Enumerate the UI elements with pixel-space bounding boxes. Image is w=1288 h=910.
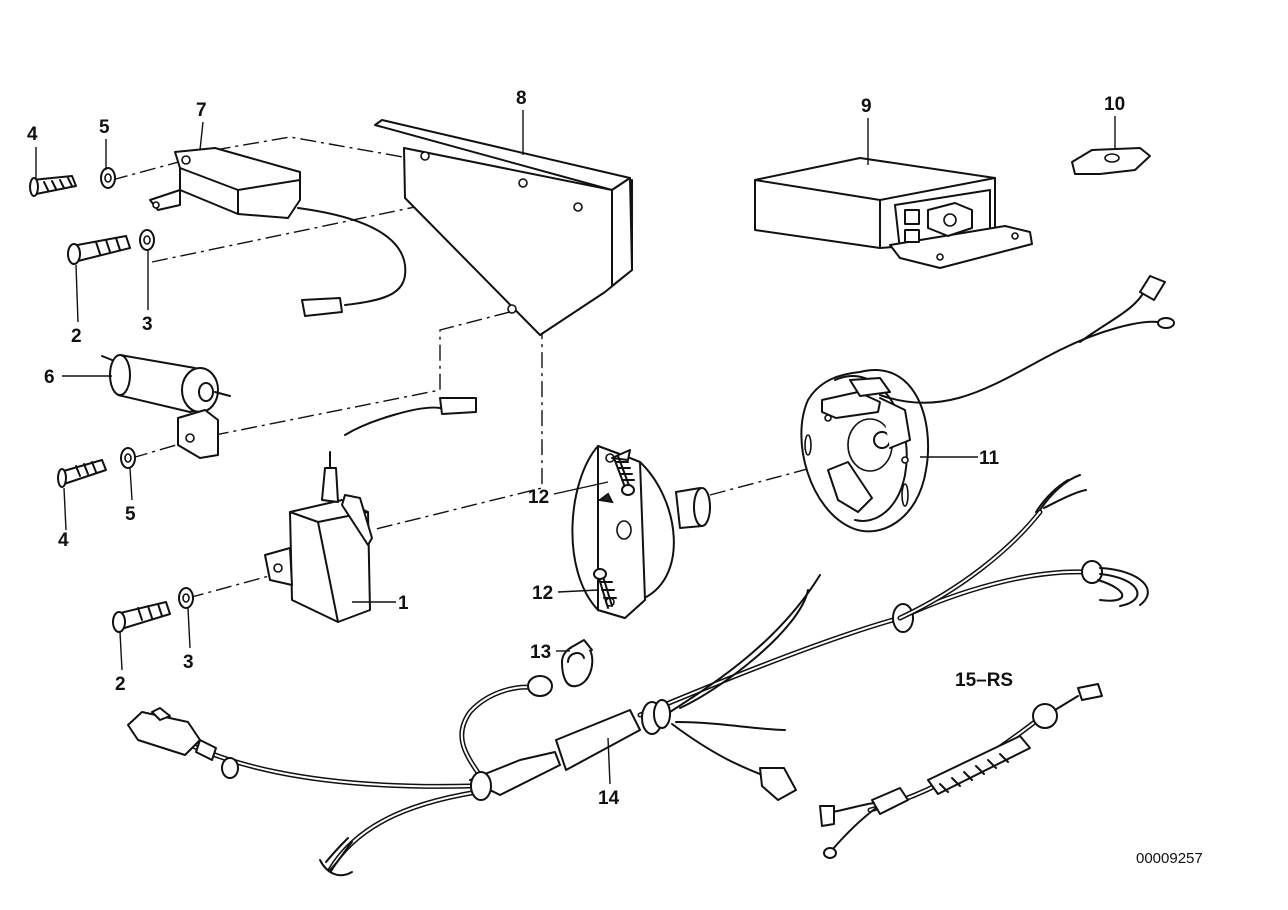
coil-part-1 xyxy=(264,397,477,623)
callout-4-top: 4 xyxy=(27,124,38,145)
diagram-reference-number: 00009257 xyxy=(1136,850,1203,867)
ignition-module-part-9 xyxy=(754,157,1033,269)
callout-5-lower: 5 xyxy=(125,504,136,525)
callout-15-rs: 15–RS xyxy=(955,670,1013,691)
callout-13: 13 xyxy=(530,642,551,663)
callout-9: 9 xyxy=(861,96,872,117)
callout-1: 1 xyxy=(398,593,409,614)
wiring-harness-part-14 xyxy=(127,474,1149,877)
callouts: 4 5 7 8 9 10 2 3 6 4 5 1 2 3 12 12 13 11… xyxy=(27,88,1203,867)
bracket-part-8 xyxy=(374,119,633,336)
leader-lines xyxy=(35,110,1116,785)
callout-10: 10 xyxy=(1104,94,1125,115)
sensor-lead-part-15 xyxy=(819,683,1103,859)
callout-4-lower: 4 xyxy=(58,530,69,551)
callout-2-top: 2 xyxy=(71,326,82,347)
clip-part-10 xyxy=(1071,147,1151,175)
control-unit-part-7 xyxy=(149,147,407,317)
clamp-part-13 xyxy=(561,639,594,688)
callout-3-lower: 3 xyxy=(183,652,194,673)
callout-12-lower: 12 xyxy=(532,583,553,604)
callout-8: 8 xyxy=(516,88,527,109)
callout-6: 6 xyxy=(44,367,55,388)
callout-14: 14 xyxy=(598,788,620,809)
fasteners xyxy=(29,167,194,633)
callout-7: 7 xyxy=(196,100,207,121)
capacitor-part-6 xyxy=(101,354,231,459)
callout-11: 11 xyxy=(979,448,1000,469)
callout-5-top: 5 xyxy=(99,117,110,138)
callout-12-upper: 12 xyxy=(528,487,549,508)
base-plate xyxy=(571,445,711,619)
callout-3-top: 3 xyxy=(142,314,153,335)
callout-2-lower: 2 xyxy=(115,674,126,695)
sensor-plate-part-11 xyxy=(800,275,1175,533)
